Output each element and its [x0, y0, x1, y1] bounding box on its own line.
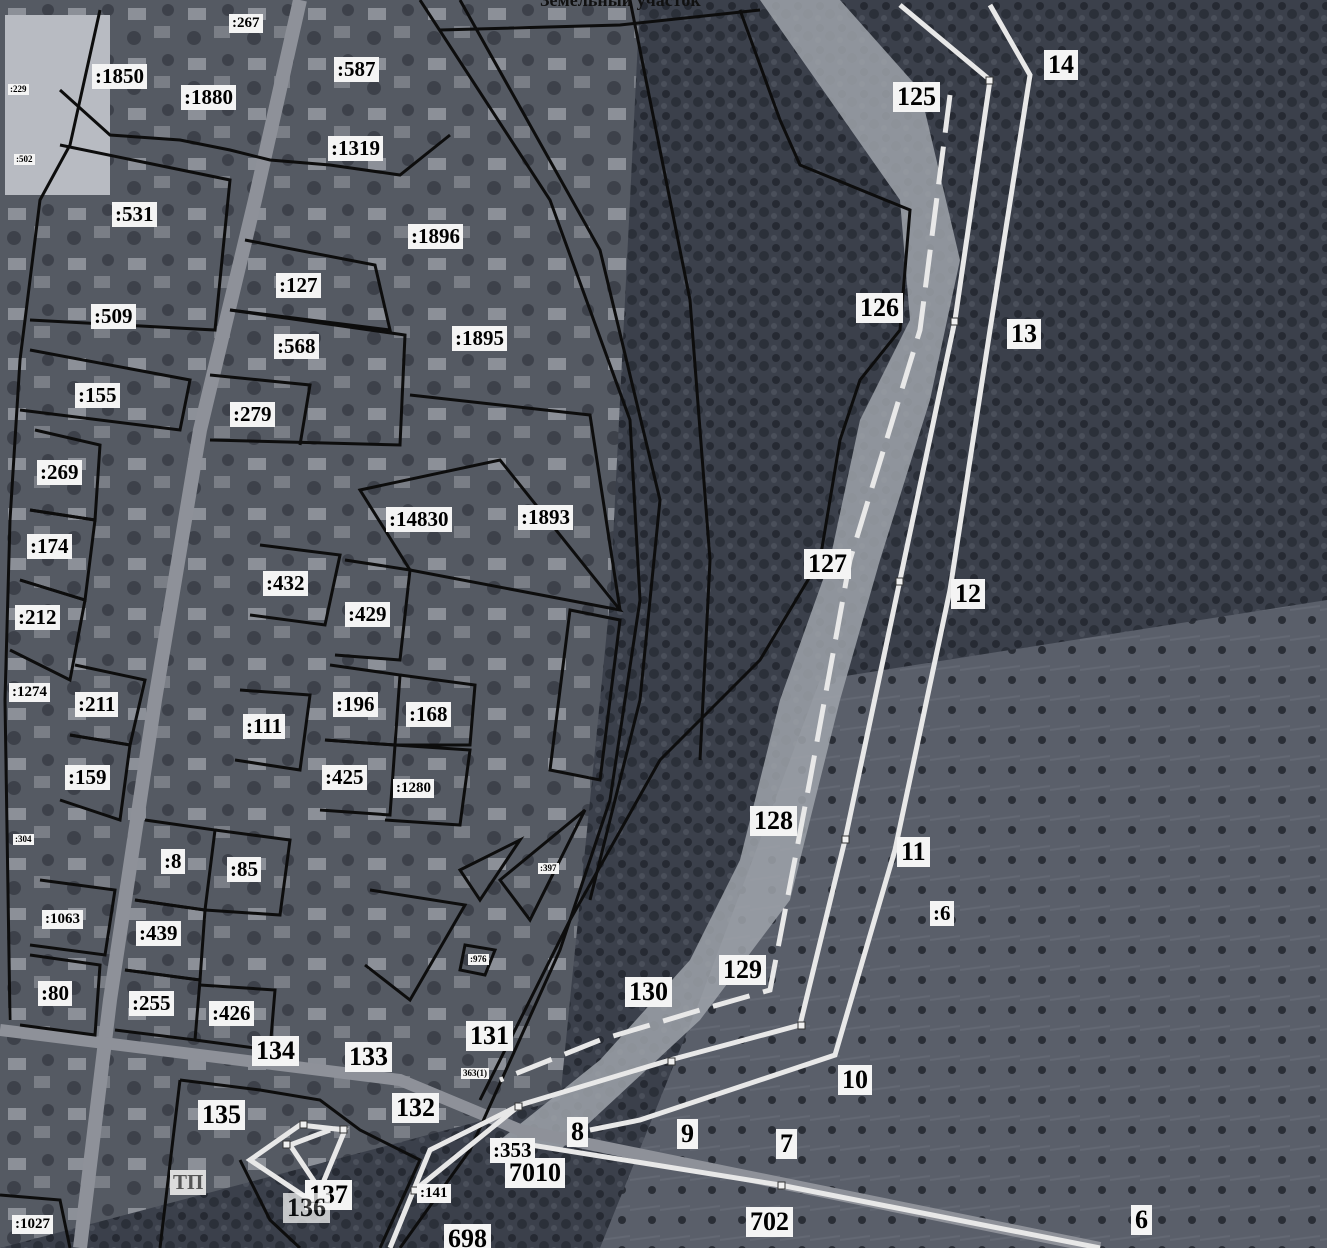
point-label: 125	[893, 82, 940, 112]
point-label: 131	[466, 1021, 513, 1051]
point-label: 126	[856, 293, 903, 323]
parcel-label: :568	[274, 334, 319, 359]
point-label: 133	[345, 1042, 392, 1072]
parcel-label: 363(1)	[461, 1068, 489, 1079]
parcel-label: :141	[417, 1184, 451, 1203]
point-label: 11	[897, 837, 930, 867]
parcel-label: :432	[263, 571, 308, 596]
parcel-label: :80	[38, 981, 72, 1006]
parcel-label: :426	[209, 1001, 254, 1026]
parcel-label: :587	[334, 57, 379, 82]
parcel-label: 698	[444, 1224, 491, 1248]
point-label: 134	[252, 1036, 299, 1066]
parcel-label: :1850	[92, 64, 147, 89]
parcel-label: :1027	[12, 1215, 53, 1234]
parcel-label: :353	[490, 1138, 535, 1163]
parcel-label: :1063	[42, 910, 83, 929]
parcel-label: 702	[746, 1207, 793, 1237]
parcel-label: :155	[75, 383, 120, 408]
parcel-label: :6	[930, 901, 954, 926]
parcel-label: :211	[75, 692, 119, 717]
parcel-label: :1319	[328, 136, 383, 161]
point-label: 14	[1044, 50, 1078, 80]
parcel-label: :1880	[181, 85, 236, 110]
parcel-label: :14830	[386, 507, 452, 532]
parcel-label: :269	[37, 460, 82, 485]
parcel-label: :196	[333, 692, 378, 717]
point-label: 136	[283, 1193, 330, 1223]
parcel-label: :255	[129, 991, 174, 1016]
vertex-markers	[282, 76, 994, 1195]
parcel-label: :1895	[452, 326, 507, 351]
parcel-label: :267	[229, 14, 263, 33]
parcel-label: :159	[65, 765, 110, 790]
survey-route	[245, 3, 1101, 1248]
point-label: 9	[677, 1119, 698, 1149]
parcel-label: :229	[8, 84, 29, 95]
parcel-label: :502	[14, 154, 35, 165]
point-label: 135	[198, 1100, 245, 1130]
parcel-label: :976	[468, 954, 489, 965]
parcel-label: :397	[538, 863, 559, 874]
parcel-label: :1280	[393, 779, 434, 798]
field-area	[600, 600, 1327, 1248]
parcel-label: :429	[345, 602, 390, 627]
parcel-label: :168	[406, 702, 451, 727]
point-label: 13	[1007, 319, 1041, 349]
point-label: 128	[750, 806, 797, 836]
parcel-label: :1274	[9, 683, 50, 702]
parcel-label: :425	[322, 765, 367, 790]
parcel-label: :212	[15, 605, 60, 630]
point-label: 132	[392, 1093, 439, 1123]
point-label: 10	[838, 1065, 872, 1095]
parcel-label: :439	[136, 921, 181, 946]
parcel-label: :85	[227, 857, 261, 882]
parcel-label: :304	[13, 834, 34, 845]
point-label: 6	[1131, 1205, 1152, 1235]
parcel-label: :279	[230, 402, 275, 427]
map-header: Земельный участок	[540, 0, 701, 10]
parcel-label: :509	[91, 304, 136, 329]
parcel-label: :531	[112, 202, 157, 227]
parcel-label: :127	[276, 273, 321, 298]
point-label: 8	[567, 1117, 588, 1147]
parcel-label: :8	[161, 849, 185, 874]
point-label: 127	[804, 549, 851, 579]
point-label: 12	[951, 579, 985, 609]
clearing	[500, 0, 960, 1150]
parcel-label: :111	[243, 714, 286, 739]
parcel-label: ТП	[170, 1170, 207, 1195]
parcel-label: :174	[27, 534, 72, 559]
parcel-label: 7010	[505, 1158, 565, 1188]
point-label: 7	[776, 1129, 797, 1159]
point-label: 129	[719, 955, 766, 985]
parcel-label: :1896	[408, 224, 463, 249]
parcel-label: :1893	[518, 505, 573, 530]
point-label: 130	[625, 977, 672, 1007]
